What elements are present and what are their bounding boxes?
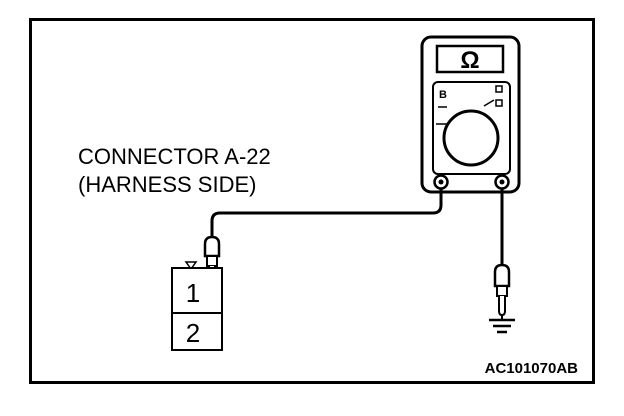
connector-label-line1: CONNECTOR A-22 bbox=[78, 144, 271, 169]
connector-label-line2: (HARNESS SIDE) bbox=[78, 172, 256, 197]
test-lead-positive bbox=[210, 188, 443, 238]
dial-tick bbox=[483, 99, 495, 107]
diagram-frame bbox=[29, 18, 595, 384]
ground-probe bbox=[493, 263, 511, 320]
probe-body bbox=[203, 235, 221, 258]
ground-probe-collar bbox=[496, 285, 508, 297]
connector-pin-1-label: 1 bbox=[186, 278, 200, 308]
terminal-left-center bbox=[438, 179, 444, 185]
connector-pin-2-label: 2 bbox=[186, 318, 200, 348]
scale-indicator-top bbox=[495, 85, 503, 93]
figure-id: AC101070AB bbox=[485, 360, 579, 377]
scale-mark-b: B bbox=[439, 89, 447, 101]
ohm-symbol: Ω bbox=[460, 47, 479, 74]
connector-a22: 1 2 bbox=[171, 261, 223, 351]
ground-probe-body bbox=[493, 263, 511, 288]
scale-indicator-right bbox=[495, 99, 503, 107]
connector-lock-mark bbox=[184, 261, 198, 271]
multimeter: Ω B bbox=[420, 35, 521, 194]
connector-pin-2-cavity bbox=[171, 312, 223, 351]
ground-probe-tip bbox=[498, 296, 506, 317]
selector-dial bbox=[442, 109, 500, 167]
ground-symbol bbox=[489, 318, 515, 334]
probe-collar bbox=[206, 255, 218, 267]
multimeter-display bbox=[435, 44, 505, 74]
terminal-right-center bbox=[499, 179, 505, 185]
